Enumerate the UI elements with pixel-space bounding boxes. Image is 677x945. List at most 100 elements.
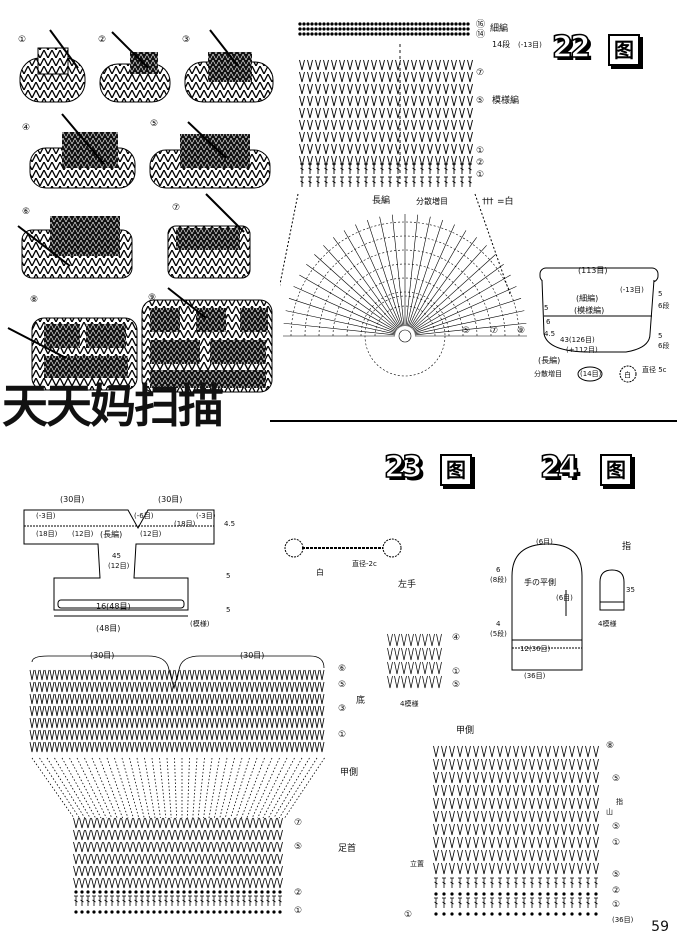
stitch-dot [374, 22, 378, 26]
stitch-dot [514, 892, 518, 896]
stitch-t [128, 899, 132, 903]
stitch-v [593, 849, 599, 862]
stitch-v [537, 862, 543, 875]
stitch [54, 705, 60, 717]
stitch [139, 705, 145, 717]
stitch-v [481, 745, 487, 758]
label-rows: 14段 [492, 40, 511, 49]
stitch-t [260, 899, 264, 903]
stitch [119, 741, 125, 753]
stitch [284, 693, 290, 705]
row-marker: ① [612, 900, 621, 910]
stitch [34, 693, 40, 705]
stitch [184, 741, 190, 753]
shoe-n12: (12目) [72, 530, 94, 538]
stitch-v [157, 841, 163, 853]
stitch-dot [200, 890, 204, 894]
stitch-v [79, 877, 85, 889]
stitch [319, 741, 325, 753]
stitch-v [473, 862, 479, 875]
stitch [304, 717, 310, 729]
stitch-v [521, 758, 527, 771]
stitch-v [537, 771, 543, 784]
stitch-v [521, 784, 527, 797]
stitch [84, 705, 90, 717]
stitch-t [546, 901, 550, 905]
cord-note: 直径-2c [352, 560, 377, 568]
stitch [64, 741, 70, 753]
stitch-v [247, 853, 253, 865]
stitch-v [109, 817, 115, 829]
stitch [314, 717, 320, 729]
stitch-v [91, 817, 97, 829]
gather-line [284, 757, 325, 819]
stitch-dot [378, 27, 382, 31]
stitch [69, 693, 75, 705]
stitch-v [223, 829, 229, 841]
stitch-dot [438, 22, 442, 26]
stitch-v [315, 59, 321, 71]
stitch-t [316, 167, 320, 171]
stitch-v [419, 131, 425, 143]
stitch-v [449, 823, 455, 836]
stitch-v [473, 849, 479, 862]
stitch-v [315, 71, 321, 83]
finger-pattern: 4模様 [598, 620, 617, 628]
stitch-v [127, 817, 133, 829]
stitch [314, 693, 320, 705]
stitch [209, 729, 215, 741]
stitch-t [388, 180, 392, 184]
stitch [249, 741, 255, 753]
stitch-t [506, 881, 510, 885]
stitch-dot [346, 27, 350, 31]
stitch [249, 669, 255, 681]
step-7 [167, 193, 251, 279]
stitch [234, 717, 240, 729]
stitch-t [170, 899, 174, 903]
hat-left-top: 5 [544, 304, 549, 312]
step-1 [19, 29, 86, 103]
stitch-t [434, 881, 438, 885]
stitch [129, 693, 135, 705]
stitch [299, 669, 305, 681]
stitch-v [387, 83, 393, 95]
stitch [309, 717, 315, 729]
stitch [104, 705, 110, 717]
stitch-v [473, 836, 479, 849]
stitch-v [435, 59, 441, 71]
stitch-t [396, 167, 400, 171]
stitch [69, 669, 75, 681]
stitch-v [163, 817, 169, 829]
stitch-v [429, 661, 435, 675]
fan-spoke [414, 298, 522, 334]
stitch-v [569, 810, 575, 823]
stitch [234, 705, 240, 717]
stitch-dot [326, 22, 330, 26]
stitch-v [145, 853, 151, 865]
stitch [224, 729, 230, 741]
fan-spoke [408, 224, 455, 327]
gather-line [214, 757, 228, 819]
stitch-v [379, 83, 385, 95]
stitch [59, 693, 65, 705]
stitch-v [481, 823, 487, 836]
stitch [149, 693, 155, 705]
stitch-dot [182, 890, 186, 894]
stitch-v [217, 817, 223, 829]
stitch-v [379, 143, 385, 155]
stitch-dot [398, 22, 402, 26]
stitch-dot [366, 27, 370, 31]
stitch [174, 693, 180, 705]
stitch-t [594, 901, 598, 905]
hat-dim: 5 [658, 290, 663, 298]
stitch [64, 681, 70, 693]
stitch-v [91, 841, 97, 853]
stitch-v [73, 865, 79, 877]
gather-line [61, 757, 96, 819]
stitch-v [537, 849, 543, 862]
stitch-dot [188, 890, 192, 894]
stitch-t [506, 901, 510, 905]
stitch-dot [422, 22, 426, 26]
page-number: 59 [651, 919, 669, 935]
step-number: ② [98, 35, 106, 45]
